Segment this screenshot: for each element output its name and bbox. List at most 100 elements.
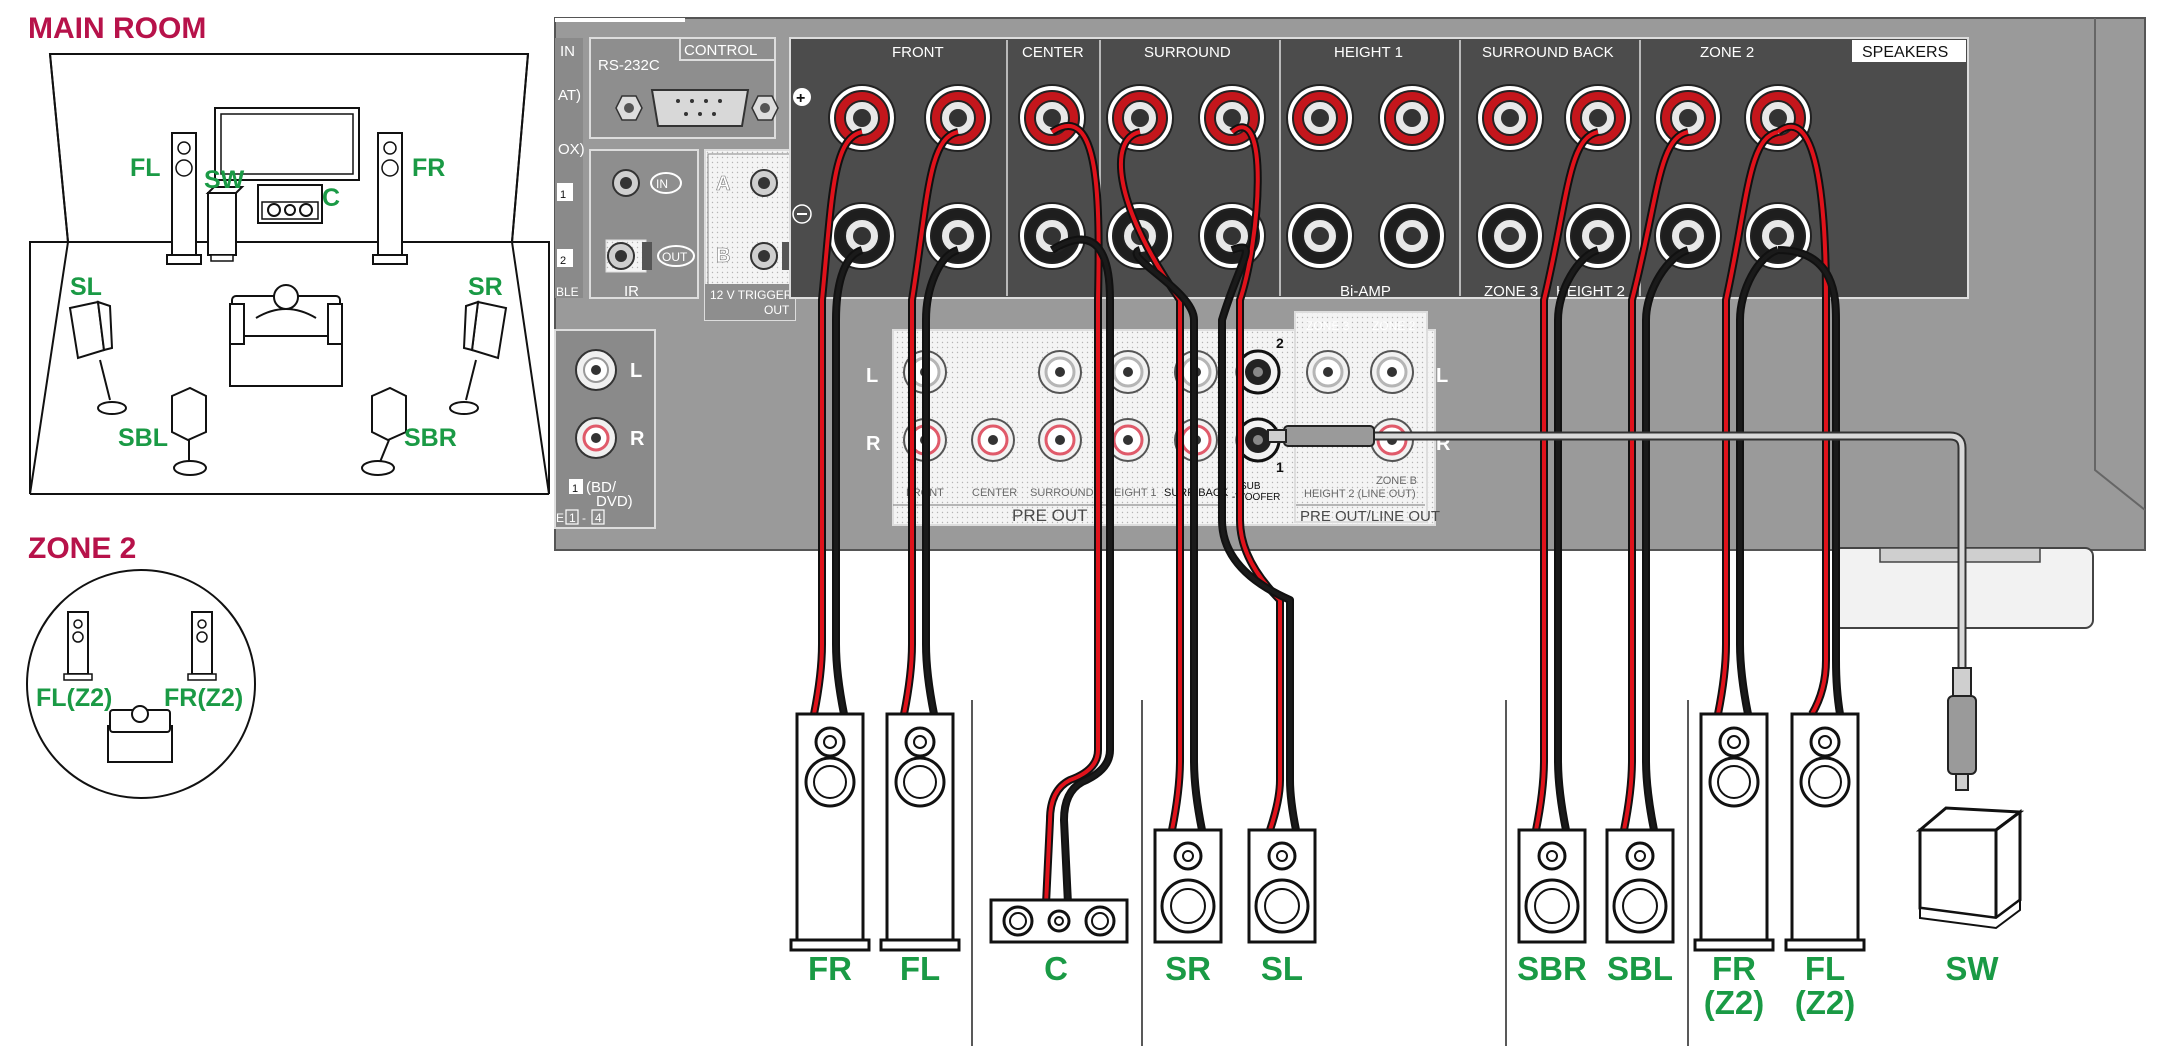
subwoofer-cable <box>1267 425 1977 791</box>
main-room-title: MAIN ROOM <box>28 12 206 45</box>
input-r-jack-icon <box>575 417 617 459</box>
range-1-label: 1 <box>569 511 576 525</box>
preout-center-label: CENTER <box>972 487 1017 499</box>
trigger-out-label: OUT <box>764 303 790 317</box>
zone2-fl-label: FL(Z2) <box>36 684 112 712</box>
trigger-b-jack-icon <box>750 242 792 270</box>
rca-red-jack-icon <box>971 418 1015 462</box>
hdmi-2-label: 2 <box>560 255 566 267</box>
red-terminal-icon <box>924 84 992 152</box>
black-terminal-icon <box>1564 202 1632 270</box>
main-sr-speaker-icon <box>449 300 508 415</box>
range-dash-label: - <box>582 511 586 525</box>
zone2-diagram: ZONE 2 FL(Z2) FR(Z2) <box>26 532 256 799</box>
range-prefix-label: E <box>556 511 564 525</box>
rca-white-jack-icon <box>1106 350 1150 394</box>
main-sbr-label: SBR <box>404 424 457 452</box>
speaker-fl-z2-sub-label: (Z2) <box>1795 984 1856 1021</box>
trigger-a-jack-icon <box>750 169 778 197</box>
speaker-fr-z2-sub-label: (Z2) <box>1704 984 1765 1021</box>
main-sw-label: SW <box>204 166 245 194</box>
plus-icon: + <box>796 90 805 107</box>
black-terminal-icon <box>1744 202 1812 270</box>
preout-height1-label: HEIGHT 1 <box>1106 487 1157 499</box>
ir-in-jack-icon <box>612 169 640 197</box>
preout-surround-label: SURROUND <box>1030 487 1094 499</box>
black-terminal-icon <box>1286 202 1354 270</box>
speaker-sbr-label: SBR <box>1517 950 1587 987</box>
sw-num2-label: 2 <box>1276 335 1284 351</box>
black-terminal-icon <box>828 202 896 270</box>
rs232c-port-icon <box>615 89 779 127</box>
input-r-label: R <box>630 428 645 450</box>
zone2-sofa-icon <box>107 705 173 763</box>
fl-speaker-icon <box>879 712 961 952</box>
ir-out-label: OUT <box>662 250 688 264</box>
hdmi-1-label: 1 <box>560 189 566 201</box>
bd-num-label: 1 <box>572 483 578 495</box>
preout-height2-label: HEIGHT 2 (LINE OUT) <box>1304 488 1416 500</box>
main-fr-speaker-icon <box>372 132 408 265</box>
in-label: IN <box>560 43 575 60</box>
rs232c-label: RS-232C <box>598 57 660 74</box>
speaker-sr-label: SR <box>1165 950 1211 987</box>
speaker-cables <box>810 121 1844 905</box>
main-center-speaker-icon <box>257 184 323 224</box>
preout-zone3-label: ZONE 3 <box>1306 319 1350 333</box>
zone2-fl-speaker-icon <box>63 611 93 681</box>
ble-label: BLE <box>556 285 579 299</box>
rca-red-jack-icon <box>1038 418 1082 462</box>
zone2-fr-speaker-icon <box>187 611 217 681</box>
main-sbl-speaker-icon <box>171 386 207 476</box>
sw-num1-label: 1 <box>1276 459 1284 475</box>
ir-out-jack-icon <box>605 239 652 273</box>
sr-speaker-icon <box>1153 828 1223 944</box>
red-terminal-icon <box>828 84 896 152</box>
group-zone2-label: ZONE 2 <box>1700 44 1754 61</box>
group-surround-back-label: SURROUND BACK <box>1482 44 1614 61</box>
black-terminal-icon <box>924 202 992 270</box>
red-terminal-icon <box>1378 84 1446 152</box>
preout-title: PRE OUT <box>1012 506 1088 525</box>
black-terminal-icon <box>1654 202 1722 270</box>
speakers-title: SPEAKERS <box>1862 44 1948 61</box>
black-terminal-icon <box>1018 202 1086 270</box>
rca-red-jack-icon <box>1106 418 1150 462</box>
group-center-label: CENTER <box>1022 44 1084 61</box>
speaker-fl-label: FL <box>900 950 940 987</box>
black-terminal-icon <box>1476 202 1544 270</box>
fr-z2-speaker-icon <box>1693 712 1775 952</box>
receiver-back-panel: IN AT) OX) 1 2 BLE CONTROL RS-232C <box>554 17 2146 629</box>
trigger-b-label: B <box>716 245 730 267</box>
input-l-label: L <box>630 360 642 382</box>
preout-zone2-label: ZONE 2 <box>1372 319 1416 333</box>
ox-label: OX) <box>558 141 585 158</box>
trigger-a-label: A <box>716 173 730 195</box>
center-speaker-icon <box>989 898 1129 944</box>
main-c-label: C <box>322 184 340 212</box>
bd-label: (BD/ <box>586 479 617 496</box>
speaker-fl-z2-label: FL <box>1805 950 1845 987</box>
red-terminal-icon <box>1654 84 1722 152</box>
main-fr-label: FR <box>412 154 445 182</box>
preout-woofer-label: -WOOFER <box>1232 492 1280 503</box>
input-l-jack-icon <box>575 349 617 391</box>
zone-rca-white-jack-icon <box>1370 350 1414 394</box>
dvd-label: DVD) <box>596 493 633 510</box>
zone2-fr-label: FR(Z2) <box>164 684 243 712</box>
control-label: CONTROL <box>684 42 757 59</box>
sbl-speaker-icon <box>1605 828 1675 944</box>
main-sl-label: SL <box>70 273 102 301</box>
trigger-label: 12 V TRIGGER <box>710 288 793 302</box>
red-terminal-icon <box>1476 84 1544 152</box>
speaker-c-label: C <box>1044 950 1068 987</box>
preout-sub-label: SUB <box>1240 481 1261 492</box>
fr-speaker-icon <box>789 712 871 952</box>
main-sbl-label: SBL <box>118 424 168 452</box>
group-height1-label: HEIGHT 1 <box>1334 44 1403 61</box>
main-sbr-speaker-icon <box>361 386 407 476</box>
subwoofer-icon <box>1915 806 2025 930</box>
sbr-speaker-icon <box>1517 828 1587 944</box>
zone2-title: ZONE 2 <box>28 532 136 565</box>
